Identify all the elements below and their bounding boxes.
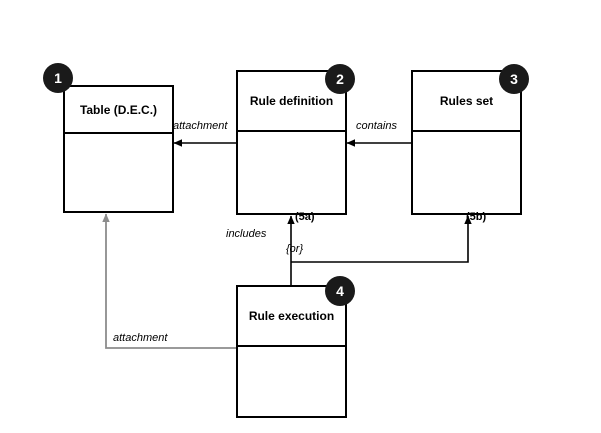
badge-3-text: 3	[510, 71, 518, 87]
node-rule-execution[interactable]: Rule execution	[236, 285, 347, 418]
badge-4-text: 4	[336, 283, 344, 299]
step-label-5a: (5a)	[295, 211, 315, 223]
badge-1: 1	[43, 63, 73, 93]
node-rule-definition[interactable]: Rule definition	[236, 70, 347, 215]
node-rules-set[interactable]: Rules set	[411, 70, 522, 215]
badge-2-text: 2	[336, 71, 344, 87]
node-rule-execution-label: Rule execution	[238, 287, 345, 347]
node-table-dec-label: Table (D.E.C.)	[65, 87, 172, 134]
badge-3: 3	[499, 64, 529, 94]
badge-4: 4	[325, 276, 355, 306]
edge-label-includes: includes	[226, 228, 267, 240]
badge-1-text: 1	[54, 70, 62, 86]
edge-label-attachment-top: attachment	[173, 120, 228, 132]
edge-label-attachment-bottom: attachment	[113, 332, 168, 344]
node-rule-definition-label: Rule definition	[238, 72, 345, 132]
edge-label-or: {or}	[286, 243, 304, 255]
edge-label-contains: contains	[356, 120, 397, 132]
step-label-5b: (5b)	[466, 211, 487, 223]
node-rules-set-label: Rules set	[413, 72, 520, 132]
badge-2: 2	[325, 64, 355, 94]
node-table-dec[interactable]: Table (D.E.C.)	[63, 85, 174, 213]
